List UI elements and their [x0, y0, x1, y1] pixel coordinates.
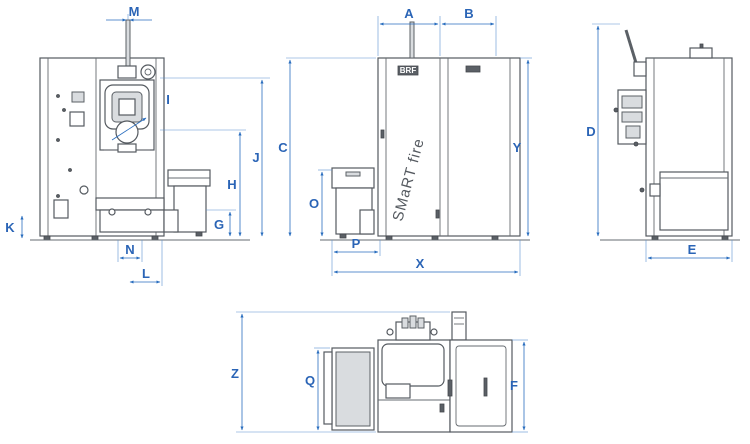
dimension-label-F: F [510, 378, 518, 393]
dimension-label-E: E [688, 242, 697, 257]
dimension-label-L: L [142, 266, 150, 281]
back-view [600, 29, 740, 241]
dimension-label-Y: Y [513, 140, 522, 155]
side-dimensions: A B C O Y P X [278, 6, 532, 276]
front-view [30, 19, 250, 241]
top-dimensions: Z Q F [231, 311, 528, 433]
dimension-label-Z: Z [231, 366, 239, 381]
dimension-label-J: J [252, 150, 259, 165]
dimension-label-C: C [278, 140, 288, 155]
dimension-label-I: I [166, 92, 170, 107]
dimension-label-P: P [352, 236, 361, 251]
brand-logo: BRF [400, 66, 417, 75]
top-view [323, 311, 513, 433]
dimension-label-K: K [5, 220, 15, 235]
dimension-label-A: A [404, 6, 414, 21]
front-dimensions: M I J H G K N L [5, 4, 270, 286]
dimension-label-G: G [214, 217, 224, 232]
dimension-label-D: D [586, 124, 595, 139]
dimension-label-N: N [125, 242, 134, 257]
dimension-label-H: H [227, 177, 236, 192]
dimension-label-Q: Q [305, 373, 315, 388]
dimension-label-M: M [129, 4, 140, 19]
dimension-label-X: X [416, 256, 425, 271]
side-view: BRF SMaRT fire [320, 21, 530, 241]
dimension-label-B: B [464, 6, 473, 21]
dimension-label-O: O [309, 196, 319, 211]
back-dimensions: D E [586, 23, 733, 262]
